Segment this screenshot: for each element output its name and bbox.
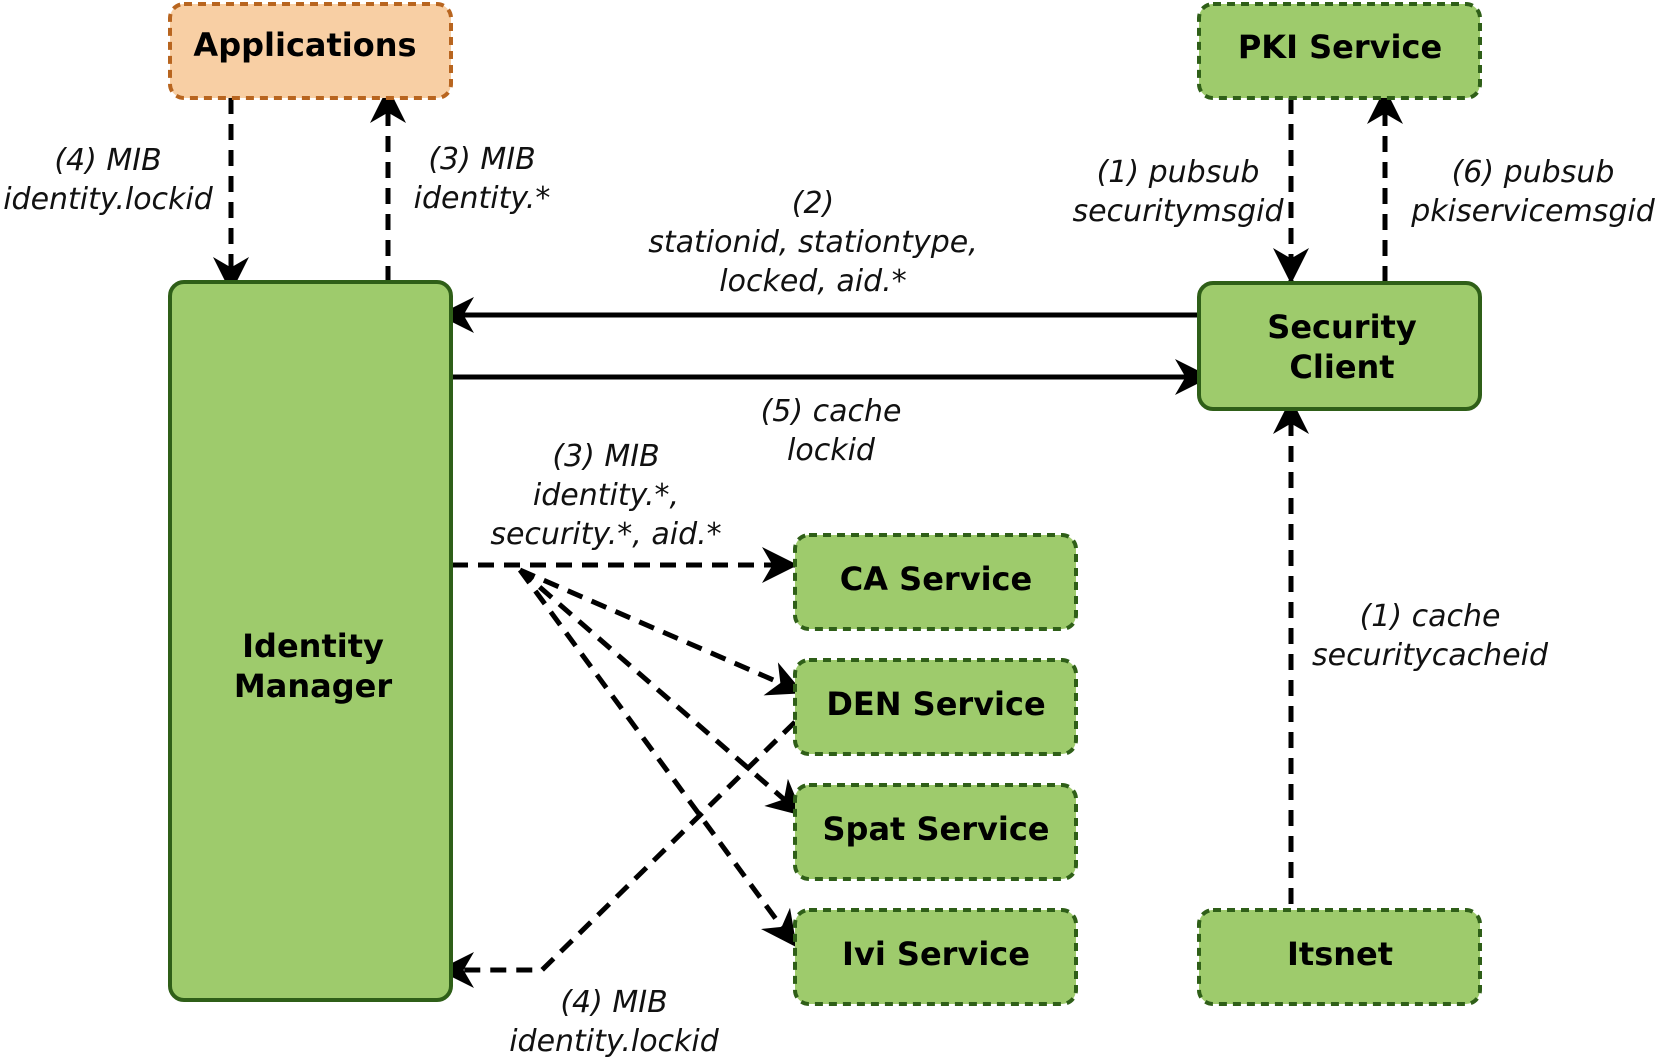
node-pki-service: PKI Service [1197,2,1482,100]
label-pki-to-sec-2: securitymsgid [1072,194,1284,229]
label-sec-to-idm-1: (2) [792,186,835,221]
node-itsnet-label: Itsnet [1287,935,1393,973]
node-spat-service: Spat Service [793,783,1078,881]
label-idm-to-services-1: (3) MIB [552,439,659,474]
label-sec-to-idm-2: stationid, stationtype, [648,225,978,260]
label-idm-to-apps-1: (3) MIB [428,142,535,177]
label-apps-to-idm-1: (4) MIB [54,143,161,178]
edge-idm-to-spat [518,568,804,816]
label-den-to-idm-2: identity.lockid [509,1024,720,1059]
node-applications-label: Applications [193,26,416,64]
node-identity-manager-line-1: Identity [242,627,384,665]
label-sec-to-pki-2: pkiservicemsgid [1410,194,1655,229]
edge-den-to-idm [438,720,797,988]
node-ivi-service: Ivi Service [793,908,1078,1006]
node-itsnet: Itsnet [1197,908,1482,1006]
label-sec-to-idm-3: locked, aid.* [719,264,906,299]
label-idm-to-services-2: identity.*, [533,478,679,513]
label-itsnet-to-sec-1: (1) cache [1360,599,1501,634]
node-identity-manager-line-2: Manager [234,667,392,705]
node-security-client-line-1: Security [1267,308,1417,346]
node-security-client-line-2: Client [1289,348,1394,386]
node-den-service: DEN Service [793,658,1078,756]
node-identity-manager: Identity Manager [168,280,453,1002]
label-idm-to-apps-2: identity.* [414,181,551,216]
label-apps-to-idm-2: identity.lockid [3,182,214,217]
node-spat-service-label: Spat Service [822,810,1049,848]
label-idm-to-sec-2: lockid [787,433,876,468]
label-pki-to-sec-1: (1) pubsub [1097,155,1260,190]
node-applications: Applications [168,2,453,100]
edge-labels: (4) MIB identity.lockid (3) MIB identity… [3,142,1655,1059]
label-idm-to-sec-1: (5) cache [761,394,902,429]
node-den-service-label: DEN Service [826,685,1045,723]
edges [213,87,1403,988]
label-idm-to-services-3: security.*, aid.* [490,517,721,552]
node-security-client: Security Client [1197,281,1482,411]
node-ivi-service-label: Ivi Service [842,935,1030,973]
label-sec-to-pki-1: (6) pubsub [1452,155,1615,190]
node-pki-service-label: PKI Service [1238,28,1442,66]
label-den-to-idm-1: (4) MIB [560,985,667,1020]
label-itsnet-to-sec-2: securitycacheid [1312,638,1549,673]
nodes: Applications PKI Service Identity Manage… [168,2,1482,1006]
node-ca-service-label: CA Service [840,560,1032,598]
node-ca-service: CA Service [793,533,1078,631]
edge-idm-to-ivi [517,568,798,948]
edge-idm-to-den [519,567,804,696]
